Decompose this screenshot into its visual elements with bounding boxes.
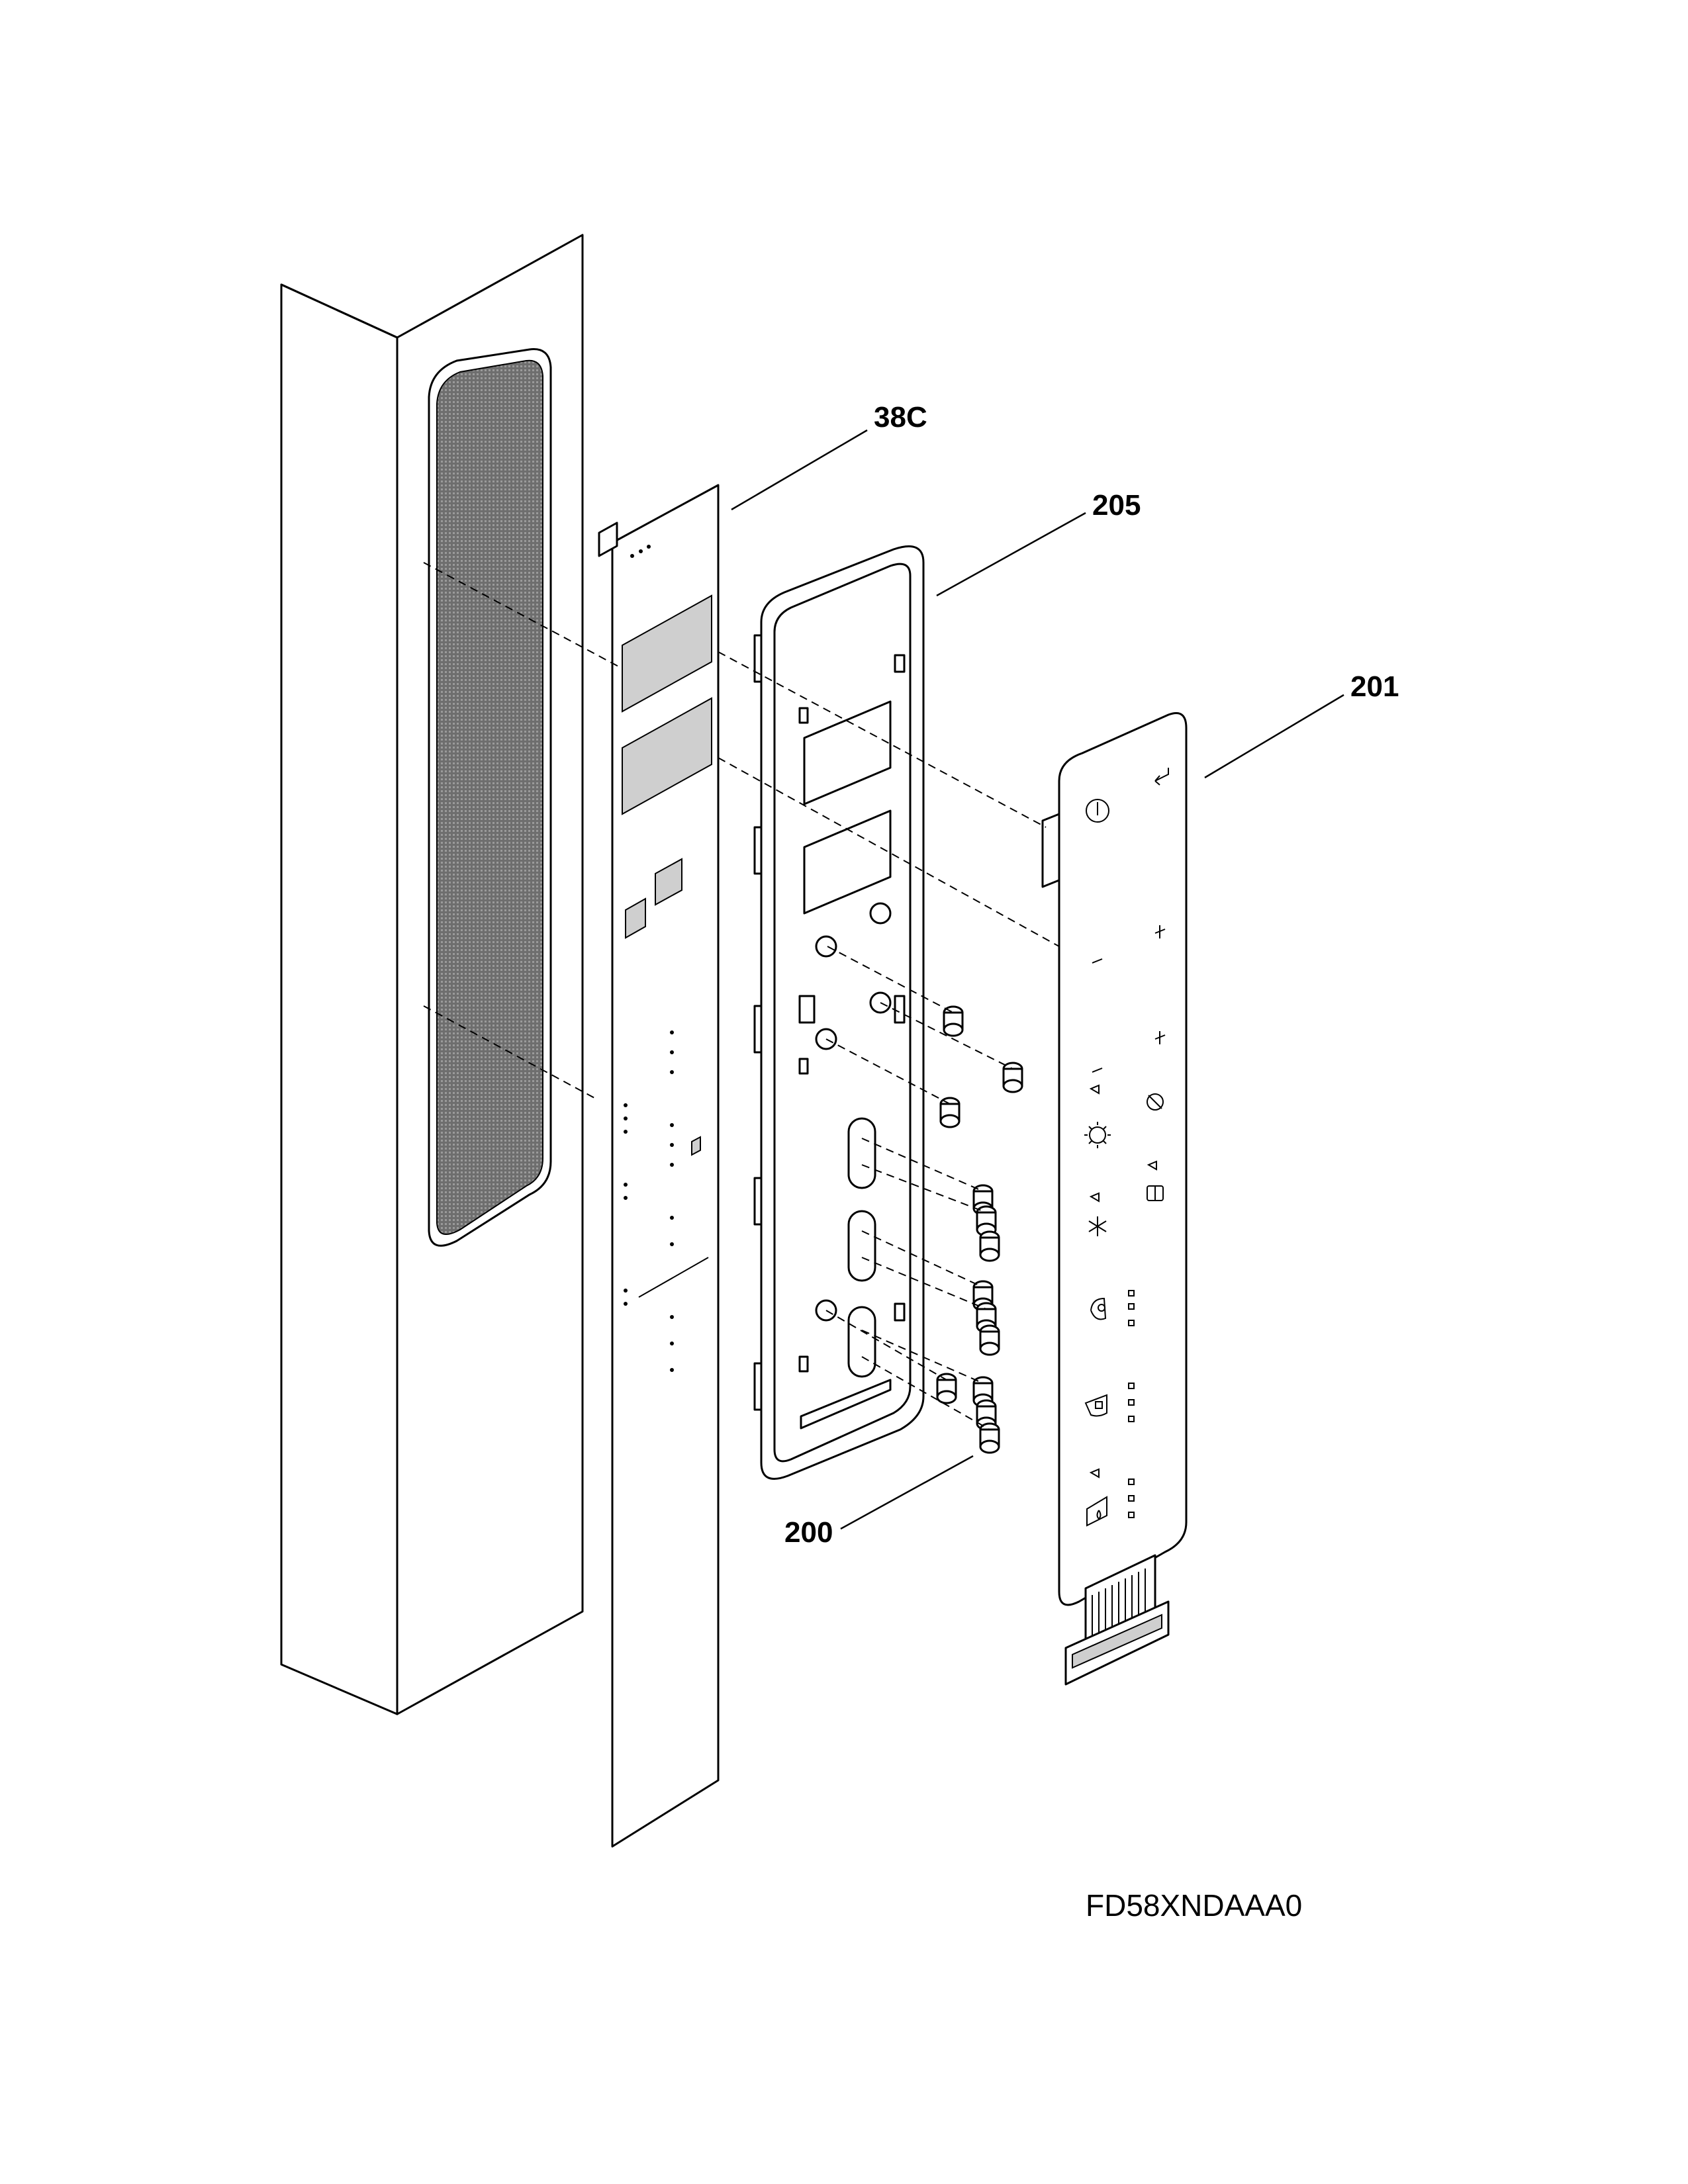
fridge-icon [1147,1185,1164,1201]
callout-205: 205 [1092,489,1141,522]
water-icon [1086,1496,1107,1527]
power-icon [1086,799,1109,823]
plus-icon [1154,925,1166,938]
minus-icon [1092,958,1103,964]
callout-38c: 38C [874,401,927,433]
snowflake-icon [1088,1216,1107,1236]
crushed-ice-icon [1090,1297,1107,1320]
triangle-icon-1 [1089,1084,1100,1095]
display-window [428,348,552,1247]
triangle-icon-2 [1147,1160,1157,1171]
ice-maker-icon [1147,1093,1164,1111]
door-housing [280,234,584,1715]
sun-icon [1084,1122,1111,1148]
back-arrow-icon [1154,768,1169,786]
indicator-leds [1128,1290,1135,1518]
ribbon-cable [1064,1554,1170,1686]
cubed-ice-icon [1084,1394,1107,1417]
triangle-icon-3 [1089,1192,1100,1203]
control-frame [753,545,925,1480]
overlay-icons [1084,768,1169,1527]
triangle-icon-4 [1089,1468,1100,1479]
alignment-lines [423,562,1060,1430]
model-number: FD58XNDAAA0 [1086,1888,1302,1923]
callout-201: 201 [1350,670,1399,703]
control-overlay [1041,712,1188,1686]
minus-icon-2 [1092,1068,1103,1073]
plus-icon-2 [1154,1031,1166,1044]
callout-200: 200 [784,1516,833,1549]
board-components [624,545,674,1372]
control-board [598,484,720,1848]
button-plungers [936,1005,1023,1454]
leader-lines [731,429,1344,1530]
